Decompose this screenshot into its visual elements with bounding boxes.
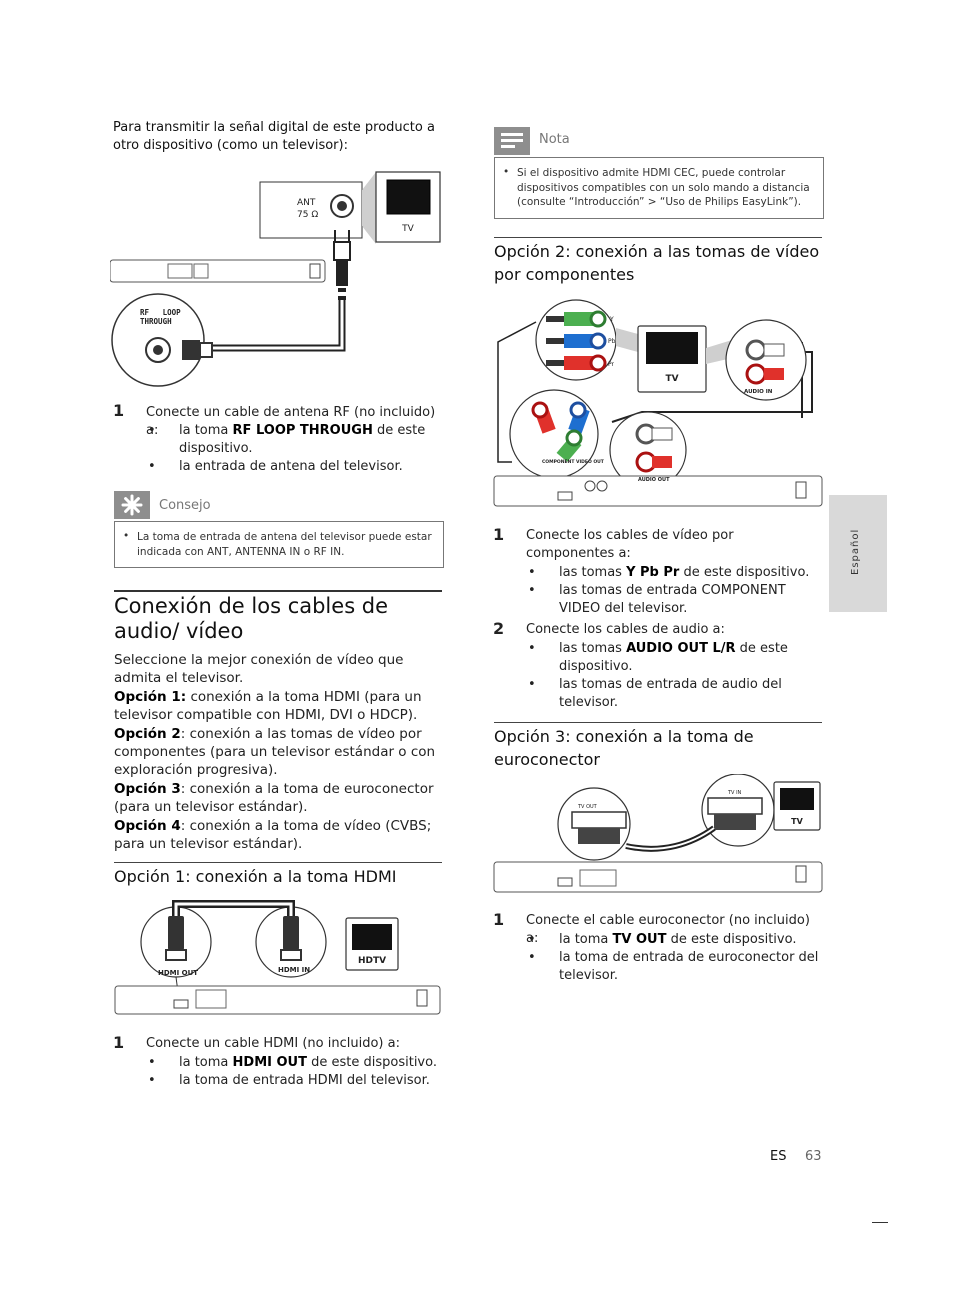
consejo-box: • La toma de entrada de antena del telev… <box>114 521 444 568</box>
tv-label-2: TV <box>665 374 679 384</box>
consejo-label: Consejo <box>159 498 211 513</box>
ant-ohm-label: 75 Ω <box>297 210 319 220</box>
opt3-bullet-2: •la toma de entrada de euroconector del … <box>528 950 819 983</box>
nota-text: Si el dispositivo admite HDMI CEC, puede… <box>517 167 810 208</box>
pr-label: Pr <box>608 361 614 368</box>
rf-step-number: 1 <box>113 401 125 420</box>
nota-box: • Si el dispositivo admite HDMI CEC, pue… <box>494 157 824 219</box>
language-side-tab: Español <box>829 495 887 612</box>
tv-in-label: TV IN <box>728 790 742 796</box>
y-label: Y <box>610 316 614 323</box>
opt3-step-number: 1 <box>493 910 505 929</box>
opt2-step2-number: 2 <box>493 619 505 638</box>
opt3-title: Opción 3: conexión a la toma de eurocone… <box>494 727 754 769</box>
section-body: Seleccione la mejor conexión de vídeo qu… <box>114 652 436 853</box>
opt2-step1-bullet-2: •las tomas de entrada COMPONENT VIDEO de… <box>528 583 786 616</box>
rf-bullet-2: •la entrada de antena del televisor. <box>148 459 403 474</box>
component-out-label: COMPONENT VIDEO OUT <box>542 460 604 465</box>
audio-in-label: AUDIO IN <box>744 389 773 395</box>
tv-label-3: TV <box>791 817 803 826</box>
component-diagram: Y Pb Pr TV AUDIO IN AUDIO OUT COMPONENT … <box>492 292 824 510</box>
footer-lang: ES <box>770 1149 787 1164</box>
opt2-step1-bullet-1: • las tomas Y Pb Pr de este dispositivo. <box>528 565 810 580</box>
opt1-bullet-1: • la toma HDMI OUT de este dispositivo. <box>148 1055 437 1070</box>
crop-mark <box>872 1222 888 1223</box>
hdmi-in-label: HDMI IN <box>278 966 311 974</box>
rf-step-text: Conecte un cable de antena RF (no inclui… <box>146 405 436 438</box>
opt2-step2-bullet-1: • las tomas AUDIO OUT L/R de este dispos… <box>528 641 788 674</box>
opt1-title: Opción 1: conexión a la toma HDMI <box>114 867 397 886</box>
hdtv-label: HDTV <box>357 956 387 966</box>
opt2-title: Opción 2: conexión a las tomas de vídeo … <box>494 242 820 284</box>
nota-label: Nota <box>539 132 570 147</box>
ant-label: ANT <box>297 198 316 208</box>
tv-out-label: TV OUT <box>578 804 597 810</box>
opt3-step-text: Conecte el cable euroconector (no inclui… <box>526 913 810 946</box>
opt2-rule <box>494 237 822 238</box>
opt1-step-number: 1 <box>113 1033 125 1052</box>
section-title: Conexión de los cables de audio/ vídeo <box>114 594 389 643</box>
tip-icon <box>114 491 150 519</box>
tv-label: TV <box>402 224 414 234</box>
audio-out-label: AUDIO OUT <box>638 477 670 483</box>
section-rule <box>114 590 442 592</box>
hdmi-diagram: HDMI OUT HDMI IN HDTV <box>112 900 442 1020</box>
opt2-step2-bullet-2: •las tomas de entrada de audio del telev… <box>528 677 782 710</box>
opt1-bullet-2: •la toma de entrada HDMI del televisor. <box>148 1073 430 1088</box>
rf-antenna-diagram: ANT 75 Ω TV RF LOOP THROUGH <box>109 170 445 388</box>
rf-through-label: THROUGH <box>140 317 172 326</box>
hdmi-out-label: HDMI OUT <box>158 969 199 977</box>
opt2-step2-text: Conecte los cables de audio a: <box>526 622 725 637</box>
footer-page-number: 63 <box>805 1149 822 1164</box>
side-tab-label: Español <box>850 528 861 575</box>
note-icon <box>494 127 530 155</box>
opt2-step1-text: Conecte los cables de vídeo por componen… <box>526 528 734 561</box>
opt1-step-text: Conecte un cable HDMI (no incluido) a: <box>146 1036 400 1051</box>
rf-bullet-1: • la toma RF LOOP THROUGH de este dispos… <box>148 423 426 456</box>
scart-diagram: TV OUT TV IN TV <box>492 773 824 896</box>
consejo-text: La toma de entrada de antena del televis… <box>137 531 432 558</box>
opt1-rule <box>114 862 442 863</box>
intro-text: Para transmitir la señal digital de este… <box>113 120 435 153</box>
opt2-step1-number: 1 <box>493 525 505 544</box>
rf-loop-label: RF LOOP <box>140 308 181 317</box>
pb-label: Pb <box>608 338 616 345</box>
opt3-rule <box>494 722 822 723</box>
opt3-bullet-1: • la toma TV OUT de este dispositivo. <box>528 932 797 947</box>
